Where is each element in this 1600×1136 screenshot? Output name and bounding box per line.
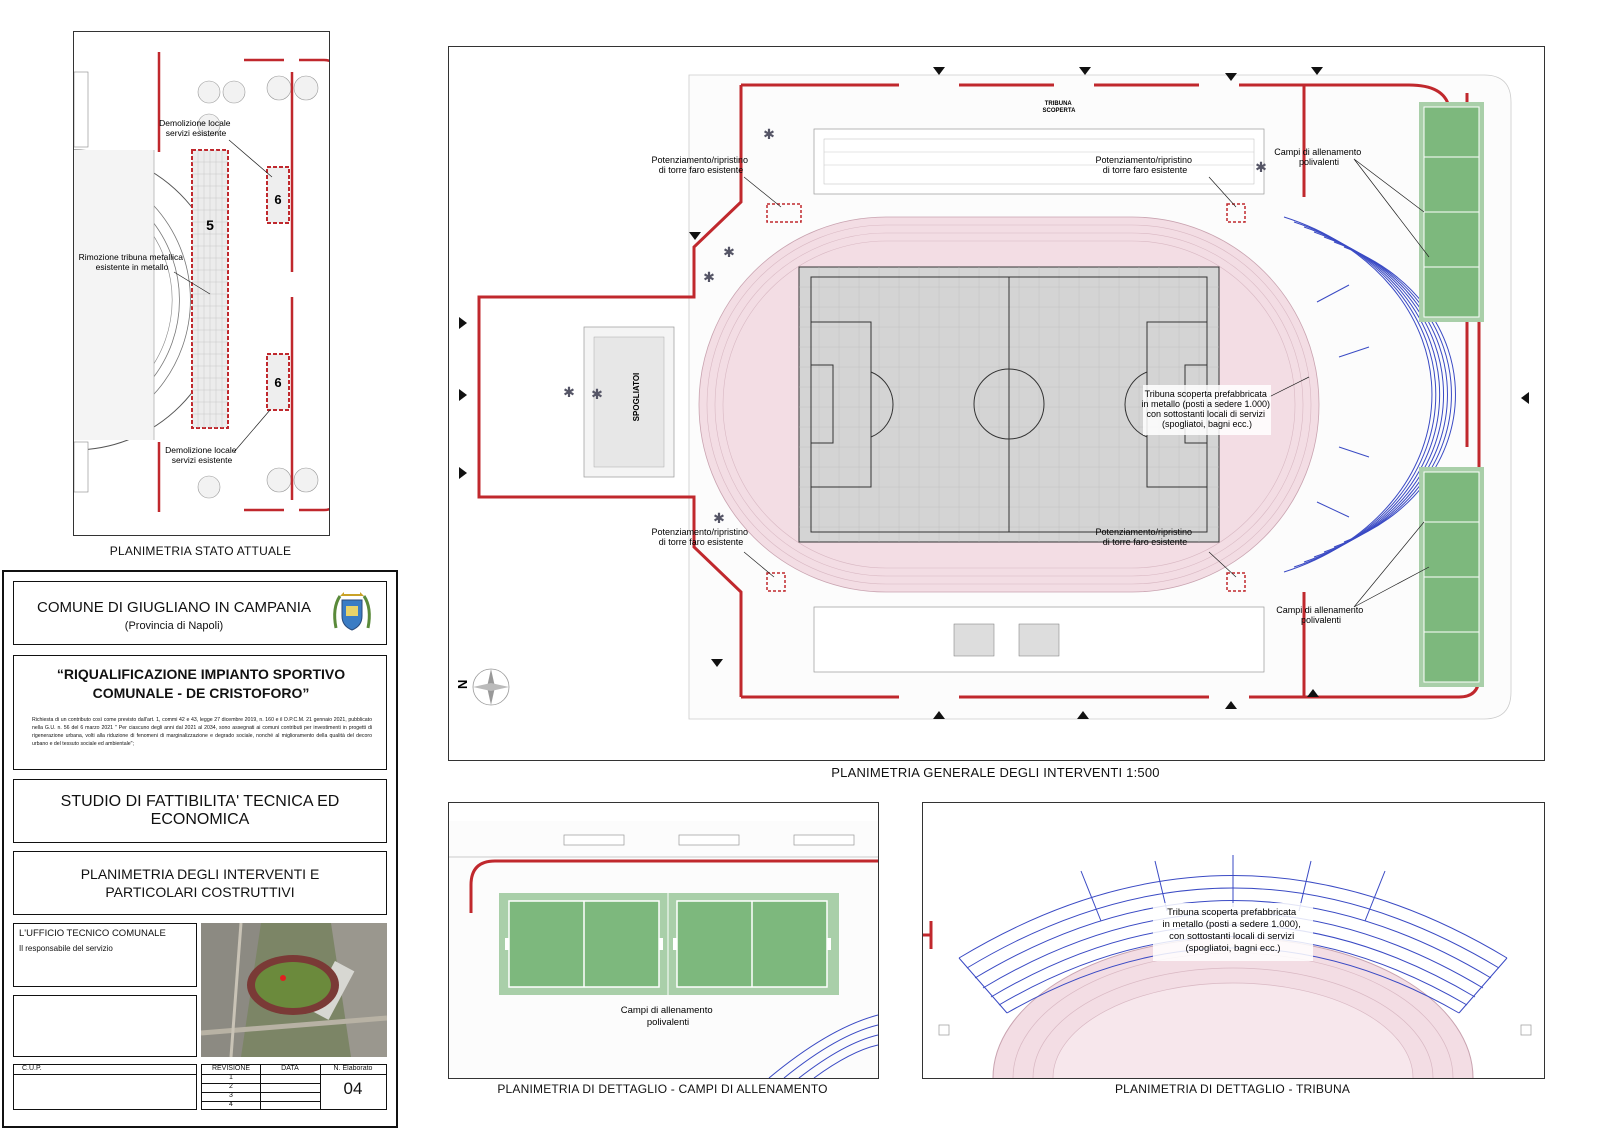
label-demolizione-top: Demolizione locale servizi esistente <box>159 118 233 138</box>
label-spogliatoi: SPOGLIATOI <box>632 373 641 422</box>
label-torre-bottom-left: Potenziamento/ripristino di torre faro e… <box>651 527 750 547</box>
phase-title: STUDIO DI FATTIBILITA' TECNICA ED ECONOM… <box>60 793 340 828</box>
aerial-photo <box>201 923 387 1057</box>
phase-box: STUDIO DI FATTIBILITA' TECNICA ED ECONOM… <box>13 779 387 843</box>
ufficio-box: L'UFFICIO TECNICO COMUNALE Il responsabi… <box>13 923 197 987</box>
tree-icon <box>197 475 221 499</box>
signature-box <box>13 995 197 1057</box>
revision-row-3: 3 <box>229 1092 233 1099</box>
caption-generale: PLANIMETRIA GENERALE DEGLI INTERVENTI 1:… <box>831 765 1160 780</box>
project-box: “RIQUALIFICAZIONE IMPIANTO SPORTIVO COMU… <box>13 655 387 770</box>
revision-row-2: 2 <box>229 1083 233 1090</box>
coat-of-arms-icon <box>333 592 371 631</box>
campi-detail-view: Campi di allenamento polivalenti <box>448 802 879 1079</box>
label-tribuna-scoperta: TRIBUNA SCOPERTA <box>1043 101 1077 114</box>
gate-icon <box>459 317 467 329</box>
revision-table: REVISIONE DATA N. Elaborato 1 2 3 4 04 <box>201 1064 387 1110</box>
gate-icon <box>1307 689 1319 697</box>
tree-icon: ✱ <box>591 386 603 402</box>
provincia: (Provincia di Napoli) <box>124 620 224 632</box>
gate-icon <box>459 467 467 479</box>
data-header: DATA <box>281 1065 299 1072</box>
stato-attuale-view: 5 6 6 Demolizione locale servizi esisten… <box>73 31 330 536</box>
label-tribuna-detail: Tribuna scoperta prefabbricata in metall… <box>1163 907 1304 954</box>
tribuna-detail-drawing: Tribuna scoperta prefabbricata in metall… <box>923 855 1532 1078</box>
revision-row-1: 1 <box>229 1074 233 1081</box>
marker-6-bottom: 6 <box>274 375 281 390</box>
gate-icon <box>1079 67 1091 75</box>
gate-icon <box>1521 392 1529 404</box>
stato-attuale-drawing: 5 6 6 Demolizione locale servizi esisten… <box>74 52 329 512</box>
comune-box: COMUNE DI GIUGLIANO IN CAMPANIA (Provinc… <box>13 581 387 645</box>
tree-icon <box>266 75 292 101</box>
tree-icon: ✱ <box>763 126 775 142</box>
gate-icon <box>459 389 467 401</box>
funding-text: Richiesta di un contributo così come pre… <box>32 717 372 747</box>
caption-tribuna: PLANIMETRIA DI DETTAGLIO - TRIBUNA <box>1114 1082 1351 1096</box>
elaborato-number: 04 <box>343 1079 363 1098</box>
label-campi-bottom: Campi di allenamento polivalenti <box>1276 605 1366 625</box>
elaborato-header: N. Elaborato <box>333 1065 373 1072</box>
label-demolizione-bottom: Demolizione locale servizi esistente <box>165 445 239 465</box>
aerial-photo-image <box>201 923 387 1057</box>
title-block: COMUNE DI GIUGLIANO IN CAMPANIA (Provinc… <box>2 570 398 1128</box>
tree-icon <box>197 113 221 137</box>
label-torre-top-left: Potenziamento/ripristino di torre faro e… <box>651 155 750 175</box>
project-title-line-2: COMUNALE - DE CRISTOFORO” <box>92 685 310 701</box>
cup-box: C.U.P. <box>13 1064 197 1110</box>
campi-detail-drawing: Campi di allenamento polivalenti <box>449 821 878 1078</box>
revisione-header: REVISIONE <box>211 1065 251 1072</box>
north-label: N <box>455 680 470 689</box>
project-title-line-1: “RIQUALIFICAZIONE IMPIANTO SPORTIVO <box>56 666 346 682</box>
tree-icon <box>222 80 246 104</box>
tree-icon: ✱ <box>563 384 575 400</box>
tree-icon: ✱ <box>723 244 735 260</box>
label-campi-top: Campi di allenamento polivalenti <box>1274 147 1364 167</box>
tree-icon <box>293 75 319 101</box>
gate-icon <box>933 67 945 75</box>
sheet-title-line-1: PLANIMETRIA DEGLI INTERVENTI E <box>80 866 320 882</box>
marker-5: 5 <box>206 217 214 233</box>
tree-icon <box>197 80 221 104</box>
label-rimozione: Rimozione tribuna metallica esistente in… <box>79 252 186 272</box>
gate-icon <box>1225 701 1237 709</box>
sheet-title-box: PLANIMETRIA DEGLI INTERVENTI E PARTICOLA… <box>13 851 387 915</box>
label-campi-detail: Campi di allenamento polivalenti <box>621 1005 716 1028</box>
gate-icon <box>933 711 945 719</box>
generale-view: SPOGLIATOI <box>448 46 1545 761</box>
gate-icon <box>711 659 723 667</box>
tribuna-detail-view: Tribuna scoperta prefabbricata in metall… <box>922 802 1545 1079</box>
cup-label: C.U.P. <box>22 1065 42 1072</box>
caption-campi: PLANIMETRIA DI DETTAGLIO - CAMPI DI ALLE… <box>497 1082 828 1096</box>
responsabile: Il responsabile del servizio <box>19 944 113 953</box>
sheet-title-line-2: PARTICOLARI COSTRUTTIVI <box>105 884 295 900</box>
tree-icon <box>266 467 292 493</box>
gate-icon <box>1311 67 1323 75</box>
caption-stato-attuale: PLANIMETRIA STATO ATTUALE <box>109 544 292 558</box>
gate-icon <box>689 232 701 240</box>
generale-drawing: SPOGLIATOI <box>455 67 1529 720</box>
revision-row-4: 4 <box>229 1101 233 1108</box>
ufficio-title: L'UFFICIO TECNICO COMUNALE <box>19 928 166 939</box>
tree-icon: ✱ <box>713 510 725 526</box>
gate-icon <box>1225 73 1237 81</box>
tree-icon <box>293 467 319 493</box>
label-tribuna: Tribuna scoperta prefabbricata in metall… <box>1141 389 1272 429</box>
tree-icon: ✱ <box>1255 159 1267 175</box>
marker-6-top: 6 <box>274 192 281 207</box>
comune-name: COMUNE DI GIUGLIANO IN CAMPANIA <box>37 599 311 616</box>
label-torre-top-right: Potenziamento/ripristino di torre faro e… <box>1095 155 1194 175</box>
label-torre-bottom-right: Potenziamento/ripristino di torre faro e… <box>1095 527 1194 547</box>
gate-icon <box>1077 711 1089 719</box>
tree-icon: ✱ <box>703 269 715 285</box>
north-arrow-icon <box>472 668 510 706</box>
